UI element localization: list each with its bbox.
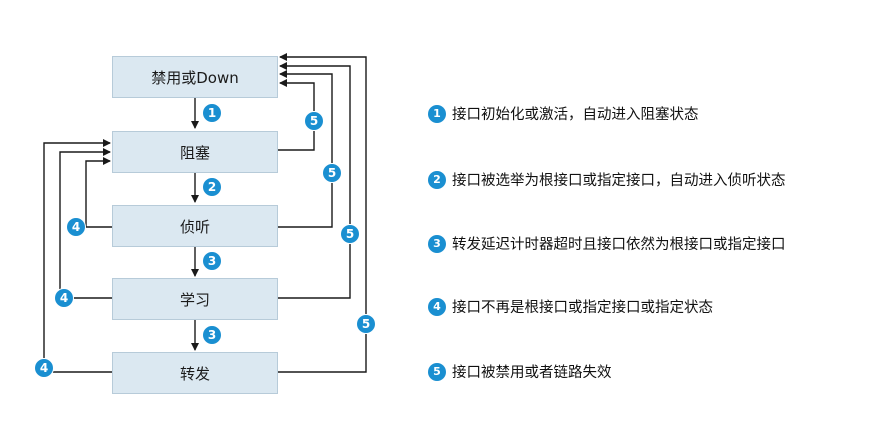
legend-item: 1 接口初始化或激活，自动进入阻塞状态 (428, 103, 699, 124)
state-learning-box: 学习 (112, 278, 278, 320)
badge-5: 5 (340, 224, 360, 244)
legend-badge: 5 (428, 362, 446, 381)
badge-4: 4 (34, 358, 54, 378)
state-listening-box: 侦听 (112, 205, 278, 247)
state-disabled-box: 禁用或Down (112, 56, 278, 98)
badge-3: 3 (202, 325, 222, 345)
state-label: 禁用或Down (151, 68, 239, 87)
state-label: 转发 (179, 364, 210, 383)
arrow-4c (43, 139, 112, 373)
arrow-5c (278, 62, 351, 299)
state-blocking-box: 阻塞 (112, 131, 278, 173)
badge-1: 1 (202, 103, 222, 123)
state-forwarding-box: 转发 (112, 352, 278, 394)
arrow-4b (59, 148, 112, 299)
legend-text: 接口初始化或激活，自动进入阻塞状态 (452, 107, 699, 123)
arrow-4a (85, 157, 112, 228)
legend-badge: 1 (428, 104, 446, 123)
legend-text: 转发延迟计时器超时且接口依然为根接口或指定接口 (452, 237, 786, 253)
legend-text: 接口被禁用或者链路失效 (452, 365, 612, 381)
legend-badge: 3 (428, 234, 446, 253)
badge-4: 4 (66, 217, 86, 237)
legend-text: 接口不再是根接口或指定接口或指定状态 (452, 300, 713, 316)
badge-2: 2 (202, 177, 222, 197)
badge-4: 4 (54, 288, 74, 308)
legend-text: 接口被选举为根接口或指定接口，自动进入侦听状态 (452, 173, 786, 189)
state-label: 阻塞 (179, 143, 210, 162)
legend-item: 2 接口被选举为根接口或指定接口，自动进入侦听状态 (428, 169, 786, 190)
arrow-5d (278, 53, 367, 373)
arrow-5b (278, 70, 333, 228)
badge-5: 5 (304, 111, 324, 131)
legend-badge: 2 (428, 170, 446, 189)
legend-item: 5 接口被禁用或者链路失效 (428, 361, 612, 382)
state-label: 侦听 (179, 217, 210, 236)
badge-3: 3 (202, 251, 222, 271)
legend-badge: 4 (428, 297, 446, 316)
legend-item: 3 转发延迟计时器超时且接口依然为根接口或指定接口 (428, 233, 786, 254)
badge-5: 5 (322, 163, 342, 183)
legend-item: 4 接口不再是根接口或指定接口或指定状态 (428, 296, 713, 317)
state-label: 学习 (179, 290, 210, 309)
badge-5: 5 (356, 314, 376, 334)
